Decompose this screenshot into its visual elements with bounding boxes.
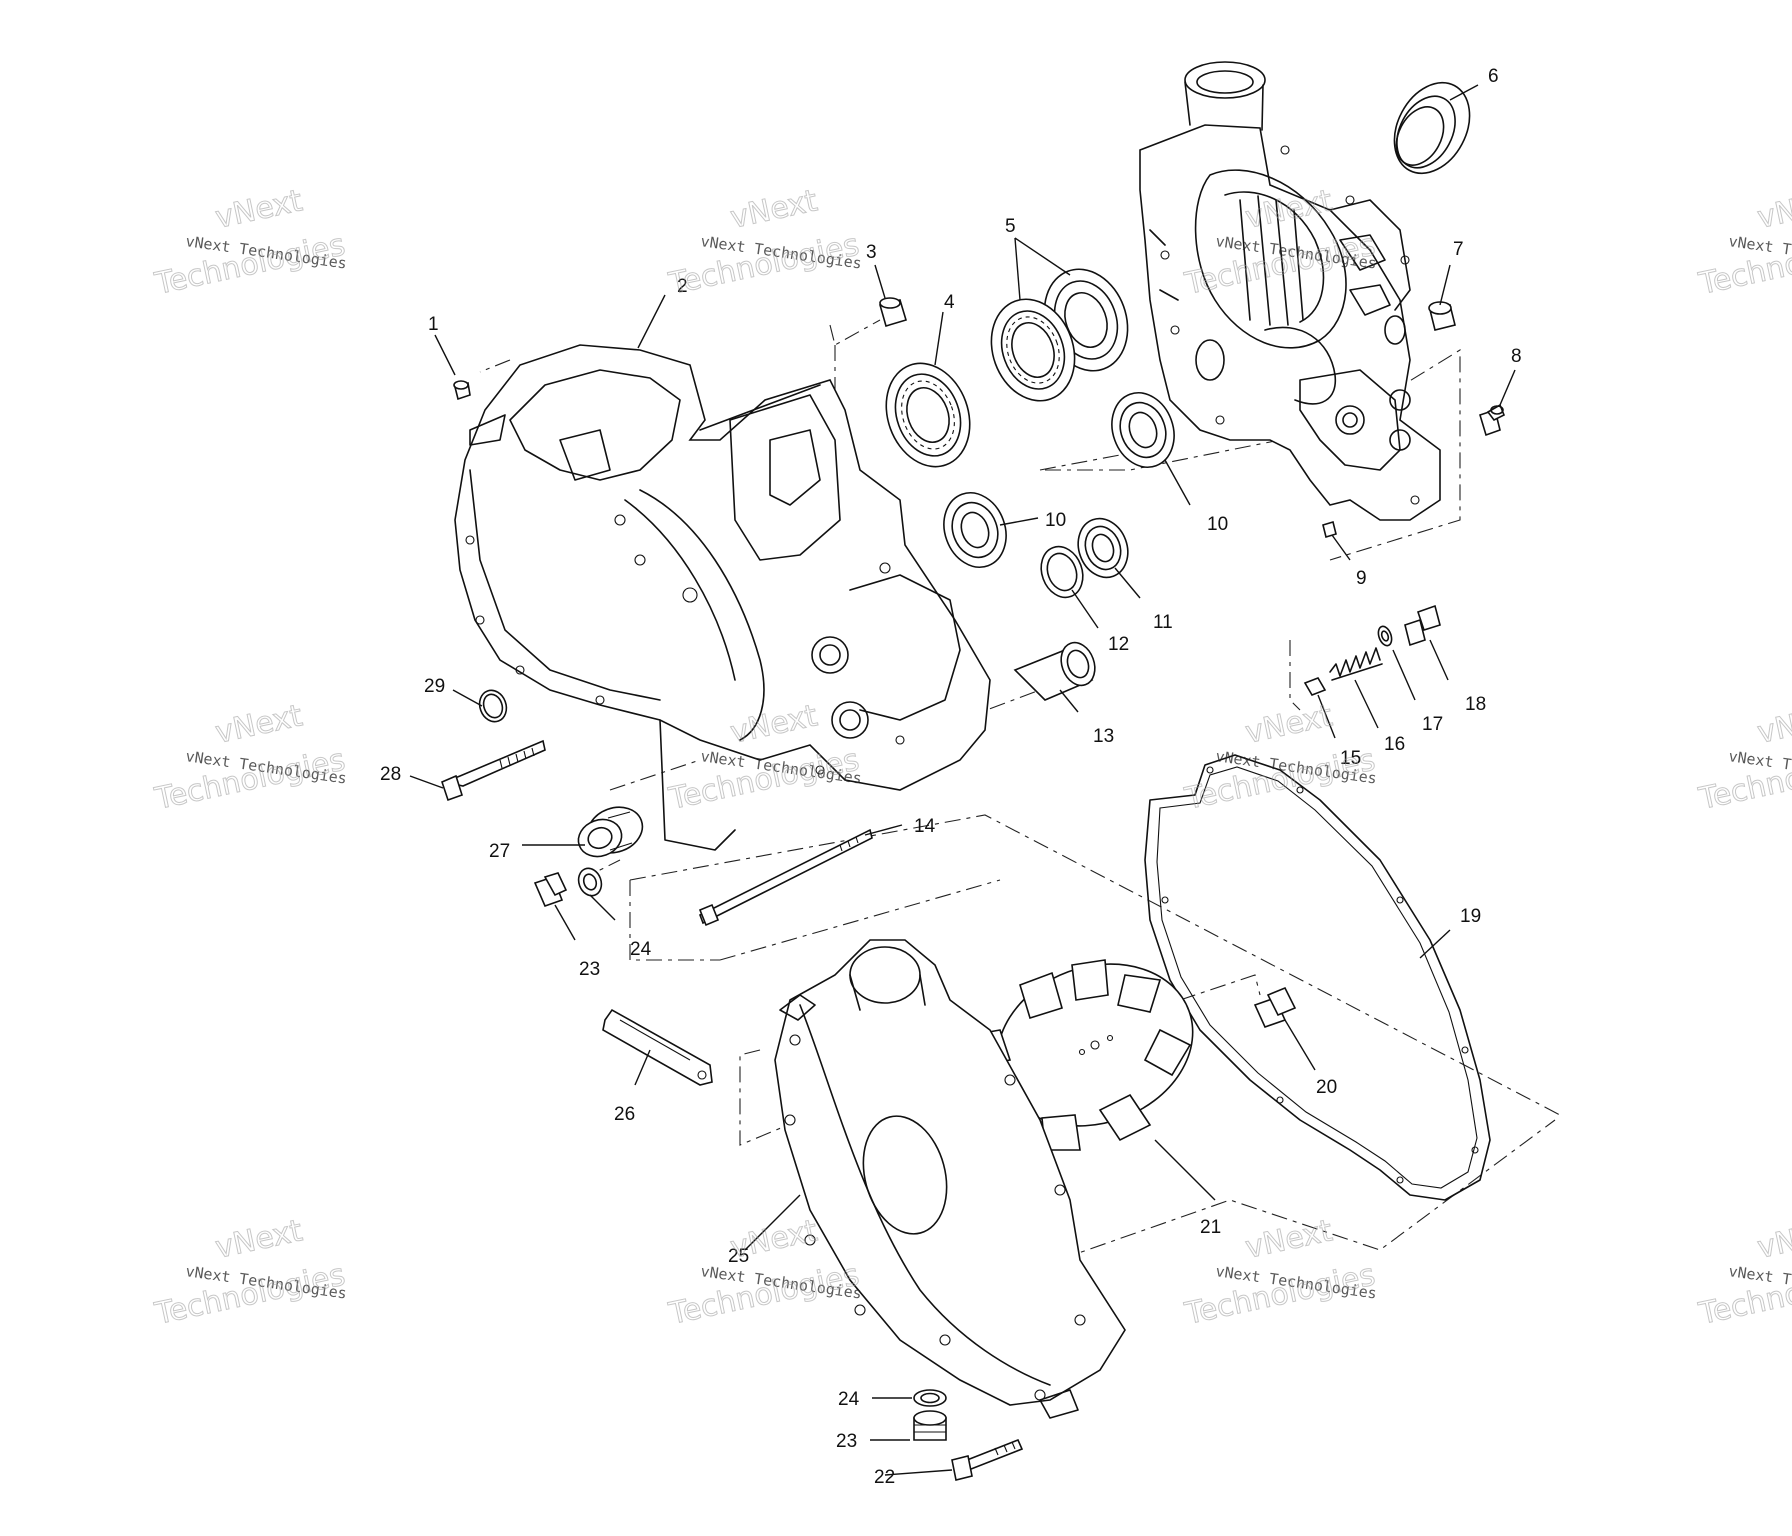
pin-9 [1322, 520, 1337, 539]
callout-18: 18 [1465, 694, 1486, 715]
callout-14: 14 [914, 816, 936, 837]
watermark-r2c4: vNext vNext Technologies Technologies [1695, 698, 1792, 818]
oil-seal-12 [1040, 545, 1084, 599]
crankcase-right-housing [1139, 61, 1441, 521]
svg-text:vNext: vNext [1242, 1213, 1335, 1266]
sleeve-13 [1013, 641, 1096, 701]
svg-text:Technologies: Technologies [665, 1258, 862, 1333]
callout-24b: 24 [838, 1389, 860, 1410]
callout-5: 5 [1005, 216, 1016, 237]
dowel-pin-3 [879, 297, 907, 327]
svg-text:Technologies: Technologies [151, 228, 348, 303]
svg-text:vNext: vNext [1754, 1213, 1792, 1266]
bearing-10-middle [943, 492, 1007, 568]
plug-23-lower [913, 1410, 947, 1441]
callout-10a: 10 [1045, 510, 1066, 531]
fitting-20 [1253, 986, 1297, 1028]
callout-28: 28 [380, 764, 401, 785]
watermark-r3c1: vNext vNext Technologies Technologies [151, 1213, 349, 1333]
watermark-r1c2: vNext vNext Technologies Technologies [665, 183, 863, 303]
washer-24-upper [577, 867, 603, 897]
callout-26: 26 [614, 1104, 635, 1125]
callout-10b: 10 [1207, 514, 1228, 535]
svg-text:Technologies: Technologies [151, 743, 348, 818]
svg-text:vNext: vNext [212, 183, 305, 236]
callout-3: 3 [866, 242, 877, 263]
spring-16 [1329, 647, 1383, 681]
dowel-pin-7 [1428, 301, 1456, 331]
bolt-22 [951, 1438, 1024, 1481]
callout-20: 20 [1316, 1077, 1337, 1098]
watermark-r1c4: vNext vNext Technologies Technologies [1695, 183, 1792, 303]
svg-text:vNext: vNext [212, 1213, 305, 1266]
callout-23a: 23 [579, 959, 600, 980]
cover-gasket-19 [1144, 754, 1491, 1201]
dowel-pin-1 [453, 380, 471, 401]
svg-text:Technologies: Technologies [665, 228, 862, 303]
callout-7: 7 [1453, 239, 1464, 260]
svg-text:vNext: vNext [727, 183, 820, 236]
magneto-cover-25 [774, 939, 1126, 1419]
callout-1: 1 [428, 314, 439, 335]
watermark-r3c4: vNext vNext Technologies Technologies [1695, 1213, 1792, 1333]
callout-11: 11 [1153, 612, 1173, 633]
callout-13: 13 [1093, 726, 1114, 747]
watermark-r2c3: vNext vNext Technologies Technologies [1181, 698, 1379, 818]
svg-text:vNext: vNext [727, 1213, 820, 1266]
callout-12: 12 [1108, 634, 1129, 655]
callout-16: 16 [1384, 734, 1405, 755]
oil-seal-6 [1393, 81, 1471, 175]
watermark-r2c1: vNext vNext Technologies Technologies [151, 698, 349, 818]
callout-numbers: 1 2 3 4 5 6 7 8 9 10 10 11 12 13 14 15 1… [380, 66, 1522, 1488]
callout-22: 22 [874, 1467, 895, 1488]
callout-15: 15 [1340, 748, 1361, 769]
callout-23b: 23 [836, 1431, 857, 1452]
callout-9: 9 [1356, 568, 1367, 589]
callout-17: 17 [1422, 714, 1443, 735]
svg-text:Technologies: Technologies [151, 1258, 348, 1333]
o-ring-29 [478, 689, 508, 723]
callout-27: 27 [489, 841, 510, 862]
svg-text:Technologies: Technologies [1181, 1258, 1378, 1333]
callout-8: 8 [1511, 346, 1522, 367]
plunger-15 [1303, 677, 1327, 696]
bearing-11 [1077, 517, 1129, 579]
washer-24-lower [913, 1389, 947, 1407]
bolt-28 [441, 739, 546, 802]
bolt-23-upper [533, 872, 568, 908]
callout-29: 29 [424, 676, 445, 697]
bolt-18 [1404, 604, 1441, 647]
svg-text:vNext: vNext [1242, 698, 1335, 751]
bearing-5-pair [990, 268, 1129, 402]
callout-25: 25 [728, 1246, 749, 1267]
svg-text:Technologies: Technologies [1181, 743, 1378, 818]
crankcase-left-housing [454, 344, 991, 851]
callout-2: 2 [677, 276, 688, 297]
leader-lines [409, 84, 1516, 1476]
washer-17 [1377, 625, 1393, 647]
bearing-4 [885, 362, 971, 468]
fitting-8 [1479, 403, 1506, 437]
strap-bracket-26 [602, 1008, 713, 1086]
callout-21: 21 [1200, 1217, 1221, 1238]
stud-14 [698, 828, 873, 927]
callout-4: 4 [944, 292, 955, 313]
bearing-10-right [1111, 392, 1175, 468]
callout-19: 19 [1460, 906, 1481, 927]
callout-24a: 24 [630, 939, 652, 960]
svg-text:vNext: vNext [1754, 698, 1792, 751]
plug-27 [577, 806, 644, 858]
svg-text:vNext: vNext [1754, 183, 1792, 236]
callout-6: 6 [1488, 66, 1499, 87]
watermark-r1c1: vNext vNext Technologies Technologies [151, 183, 349, 303]
svg-text:vNext: vNext [212, 698, 305, 751]
